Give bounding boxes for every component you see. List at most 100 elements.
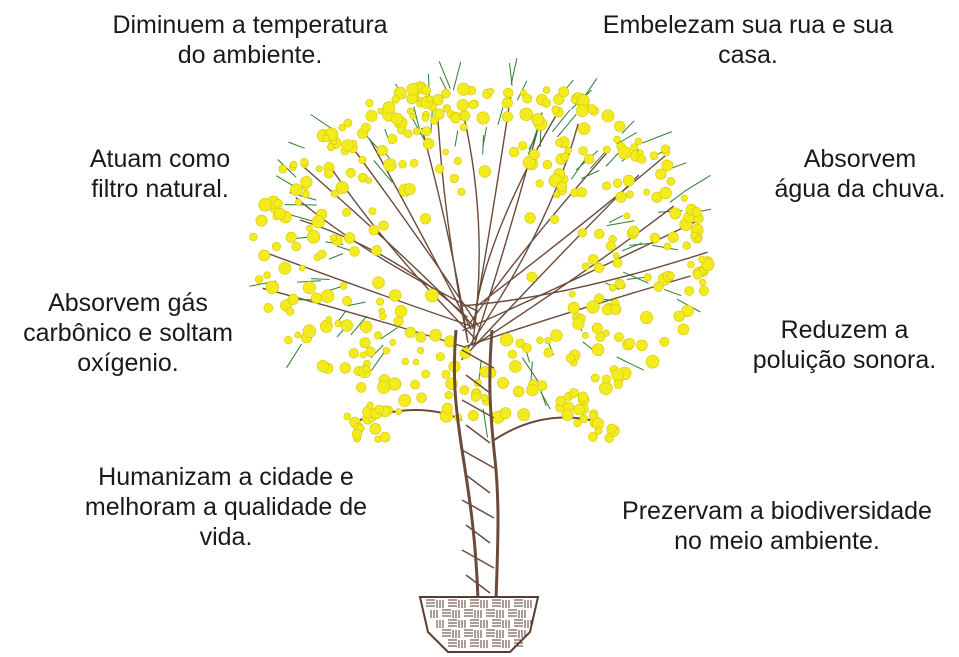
twig-line [606, 220, 635, 227]
flower-cluster [356, 382, 367, 393]
flower-cluster [442, 148, 449, 156]
flower-cluster [499, 407, 512, 420]
planter-weave [448, 639, 457, 647]
twig-line [608, 215, 623, 224]
flower-cluster [422, 138, 435, 150]
flower-cluster [323, 168, 334, 179]
planter-weave [448, 619, 457, 627]
flower-cluster [636, 154, 647, 164]
twig-line [373, 160, 393, 183]
planter-weave [496, 610, 504, 618]
flower-cluster [459, 123, 468, 132]
flower-cluster [389, 289, 402, 302]
trunk-line [461, 399, 495, 419]
flower-cluster [587, 254, 599, 265]
twig-line [288, 141, 305, 149]
flower-cluster [278, 261, 292, 275]
flower-cluster [549, 214, 560, 224]
flower-cluster [302, 281, 316, 295]
planter-weave [452, 610, 460, 618]
planter-weave [442, 609, 451, 617]
benefit-text-line: filtro natural. [91, 175, 229, 203]
twig-line [454, 130, 459, 147]
trunk-line [465, 424, 491, 444]
flower-cluster [507, 349, 517, 359]
flower-cluster [382, 101, 396, 114]
flower-cluster [444, 391, 453, 400]
twig-line [370, 351, 386, 371]
flower-cluster [406, 82, 420, 96]
flower-cluster [453, 156, 462, 165]
branch-line [302, 165, 474, 326]
flower-cluster [517, 408, 531, 422]
flower-cluster [409, 158, 419, 168]
flower-cluster [622, 174, 635, 187]
flower-cluster [394, 304, 408, 318]
branch-line [462, 217, 703, 332]
flower-cluster [420, 85, 431, 96]
flower-cluster [682, 241, 691, 250]
trunk-line [465, 374, 491, 394]
flower-cluster [673, 310, 685, 322]
flower-cluster [698, 255, 706, 264]
flower-cluster [524, 212, 536, 224]
flower-cluster [613, 379, 623, 389]
twig-line [497, 107, 504, 126]
flower-cluster [560, 152, 570, 161]
flower-cluster [376, 145, 388, 157]
twig-line [621, 120, 635, 134]
flower-cluster [573, 419, 582, 428]
flower-cluster [591, 343, 605, 357]
flower-cluster [374, 404, 385, 415]
flower-cluster [365, 346, 376, 357]
flower-cluster [398, 160, 407, 169]
flower-cluster [509, 360, 522, 373]
flower-cluster [601, 374, 612, 384]
flower-cluster [360, 320, 373, 333]
flower-cluster [316, 360, 330, 373]
flower-cluster [590, 373, 600, 383]
flower-cluster [298, 264, 306, 272]
branch-line [493, 416, 591, 441]
flower-cluster [254, 275, 264, 284]
flower-cluster [499, 333, 514, 347]
flower-cluster [263, 271, 271, 280]
flower-cluster [691, 207, 702, 218]
flower-cluster [344, 232, 356, 244]
flower-cluster [360, 122, 371, 133]
flower-cluster [661, 159, 674, 172]
flower-cluster [583, 153, 595, 165]
branch-line [352, 147, 480, 327]
twig-line [311, 278, 330, 280]
benefit-biodiversity: Prezervam a biodiversidade no meio ambie… [595, 496, 959, 556]
flower-cluster [351, 428, 363, 440]
flower-cluster [249, 232, 258, 242]
twig-line [439, 76, 447, 91]
planter-weave [502, 620, 510, 628]
planter-weave [458, 600, 466, 608]
flower-cluster [401, 357, 409, 366]
planter-weave [508, 609, 517, 617]
flower-cluster [429, 116, 439, 125]
flower-cluster [371, 245, 382, 256]
benefit-text-line: Absorvem [803, 145, 917, 173]
twig-line [641, 131, 672, 144]
flower-cluster [614, 278, 625, 290]
planter-weave [514, 599, 523, 607]
twig-line [627, 276, 645, 280]
flower-cluster [569, 388, 579, 398]
twig-line [616, 356, 644, 371]
branch-line [473, 205, 675, 347]
benefit-rainwater: Absorvem água da chuva. [760, 144, 959, 204]
flower-cluster [555, 395, 567, 407]
flower-cluster [359, 337, 371, 349]
flower-cluster [403, 129, 413, 139]
flower-cluster [393, 316, 404, 327]
twig-line [622, 271, 649, 284]
flower-cluster [419, 213, 431, 225]
flower-cluster [382, 347, 390, 355]
flower-cluster [576, 104, 589, 117]
benefit-text-line: melhoram a qualidade de [84, 493, 368, 521]
flower-cluster [301, 190, 310, 199]
